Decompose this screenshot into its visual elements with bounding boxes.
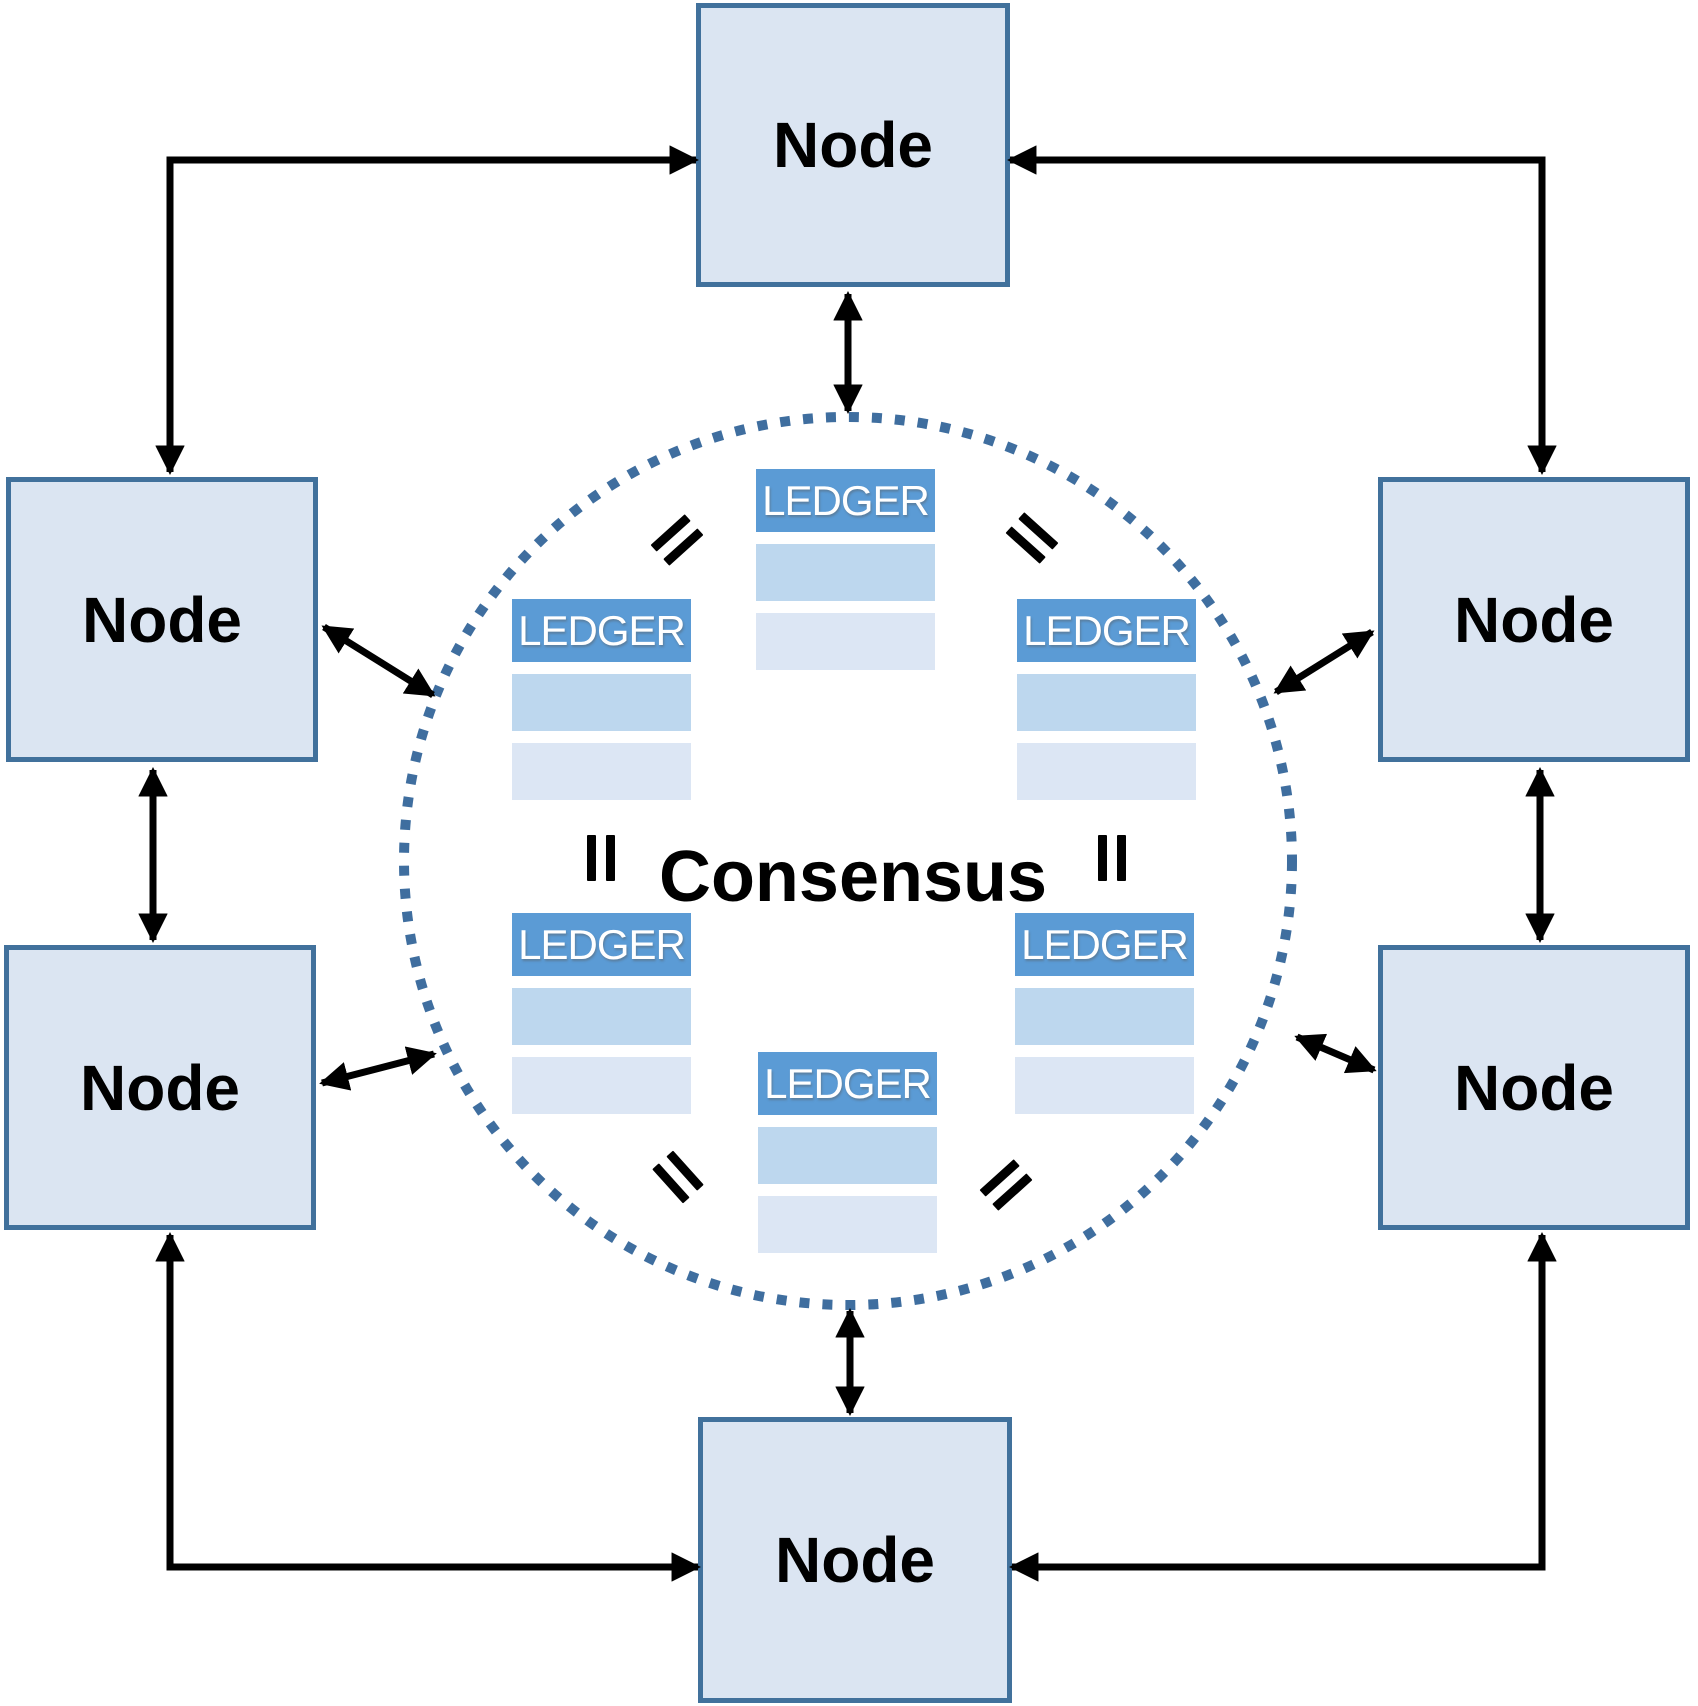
ledger-row [512,743,691,800]
node-label: Node [775,1524,935,1596]
ledger-row [1017,743,1196,800]
node-label: Node [1454,583,1614,656]
ledger-row [512,674,691,731]
node-box-right-bottom: Node [1378,945,1690,1230]
ledger-table-mid-right: LEDGER [1017,599,1196,800]
node-label: Node [1454,1051,1614,1124]
arrow-left-top-node-to-circle [321,624,436,698]
ledger-row [1015,1057,1194,1114]
node-label: Node [82,583,242,656]
ledger-table-bottom-center: LEDGER [758,1052,937,1253]
ledger-row [512,1057,691,1114]
ledger-header: LEDGER [1015,913,1194,976]
ledger-row [758,1127,937,1184]
ledger-header: LEDGER [512,599,691,662]
equals-icon-bottom-left [652,1150,704,1204]
arrow-left-bottom-node-to-circle [319,1046,437,1091]
ledger-header: LEDGER [756,469,935,532]
equals-icon-top-left [650,514,704,566]
node-label: Node [80,1051,240,1124]
ledger-table-low-right: LEDGER [1015,913,1194,1114]
node-box-top: Node [696,3,1010,287]
node-label: Node [773,109,933,181]
ledger-row [1015,988,1194,1045]
equals-icon-mid-right [1098,835,1126,881]
ledger-table-top-center: LEDGER [756,469,935,670]
ledger-row [756,544,935,601]
arrow-right-top-node-to-circle [1273,629,1375,695]
ledger-table-mid-left: LEDGER [512,599,691,800]
ledger-table-low-left: LEDGER [512,913,691,1114]
arrow-bottom-node-to-left-bottom-node [155,1232,701,1582]
ledger-header: LEDGER [512,913,691,976]
arrow-bottom-node-to-right-bottom-node [1009,1232,1557,1582]
arrow-right-bottom-node-to-circle [1294,1033,1377,1074]
equals-icon-top-right [1005,512,1059,564]
ledger-header: LEDGER [758,1052,937,1115]
arrow-top-node-to-right-top-node [1007,145,1557,475]
node-box-left-top: Node [6,477,318,762]
ledger-row [512,988,691,1045]
equals-icon-bottom-right [979,1159,1033,1211]
consensus-label: Consensus [658,837,1048,917]
ledger-row [1017,674,1196,731]
ledger-row [756,613,935,670]
node-box-right-top: Node [1378,477,1690,762]
arrow-top-node-to-left-top-node [155,145,699,475]
equals-icon-mid-left [587,835,615,881]
ledger-row [758,1196,937,1253]
ledger-header: LEDGER [1017,599,1196,662]
node-box-bottom: Node [698,1417,1012,1703]
node-box-left-bottom: Node [4,945,316,1230]
